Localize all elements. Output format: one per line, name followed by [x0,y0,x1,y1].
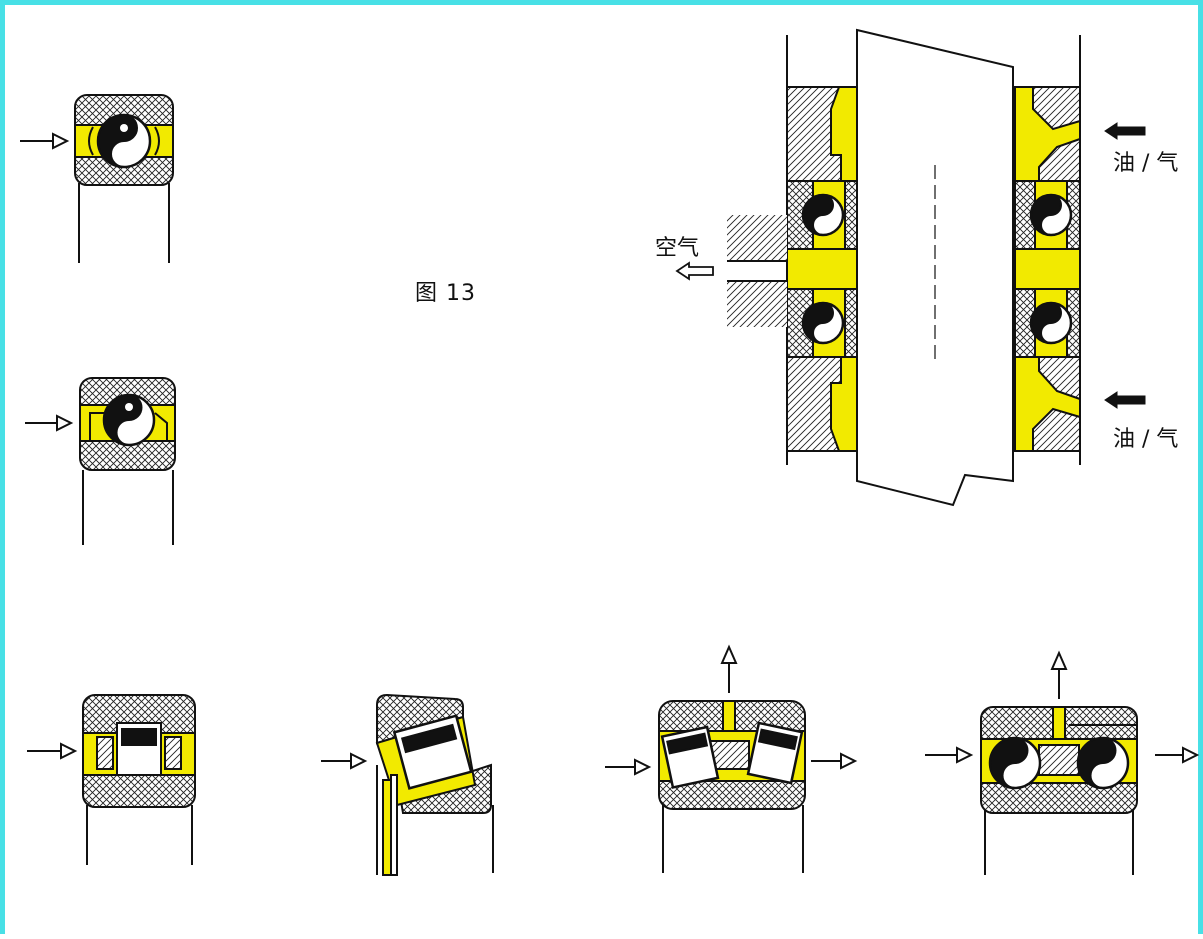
inlet-arrow [20,132,70,150]
figure-title: 图 13 [415,281,476,306]
air-exhaust-arrow [675,261,714,281]
oil-air-inlet-arrow [1104,122,1146,140]
oil-air-inlet-arrow [1104,391,1146,409]
self-aligning-ball-bearing [980,706,1138,875]
angular-contact-ball-bearing [79,377,176,545]
spindle-assembly [727,28,1081,507]
oil-air-label-bottom: 油 / 气 [1113,427,1179,452]
outlet-arrow [1050,650,1068,699]
deep-groove-ball-bearing [74,94,174,263]
outlet-arrow [720,644,738,693]
tapered-roller-bearing [375,693,494,876]
inlet-arrow [25,414,74,432]
air-label: 空气 [655,236,700,261]
inlet-arrow [925,746,974,764]
oil-air-label-top: 油 / 气 [1113,151,1179,176]
inlet-arrow [321,752,368,770]
lubrication-diagram [20,28,1200,876]
inlet-arrow [605,758,652,776]
outlet-arrow [1155,746,1200,764]
outlet-arrow [811,752,858,770]
double-row-spherical-roller-bearing [658,700,806,873]
inlet-arrow [27,742,78,760]
cylindrical-roller-bearing [82,694,196,865]
